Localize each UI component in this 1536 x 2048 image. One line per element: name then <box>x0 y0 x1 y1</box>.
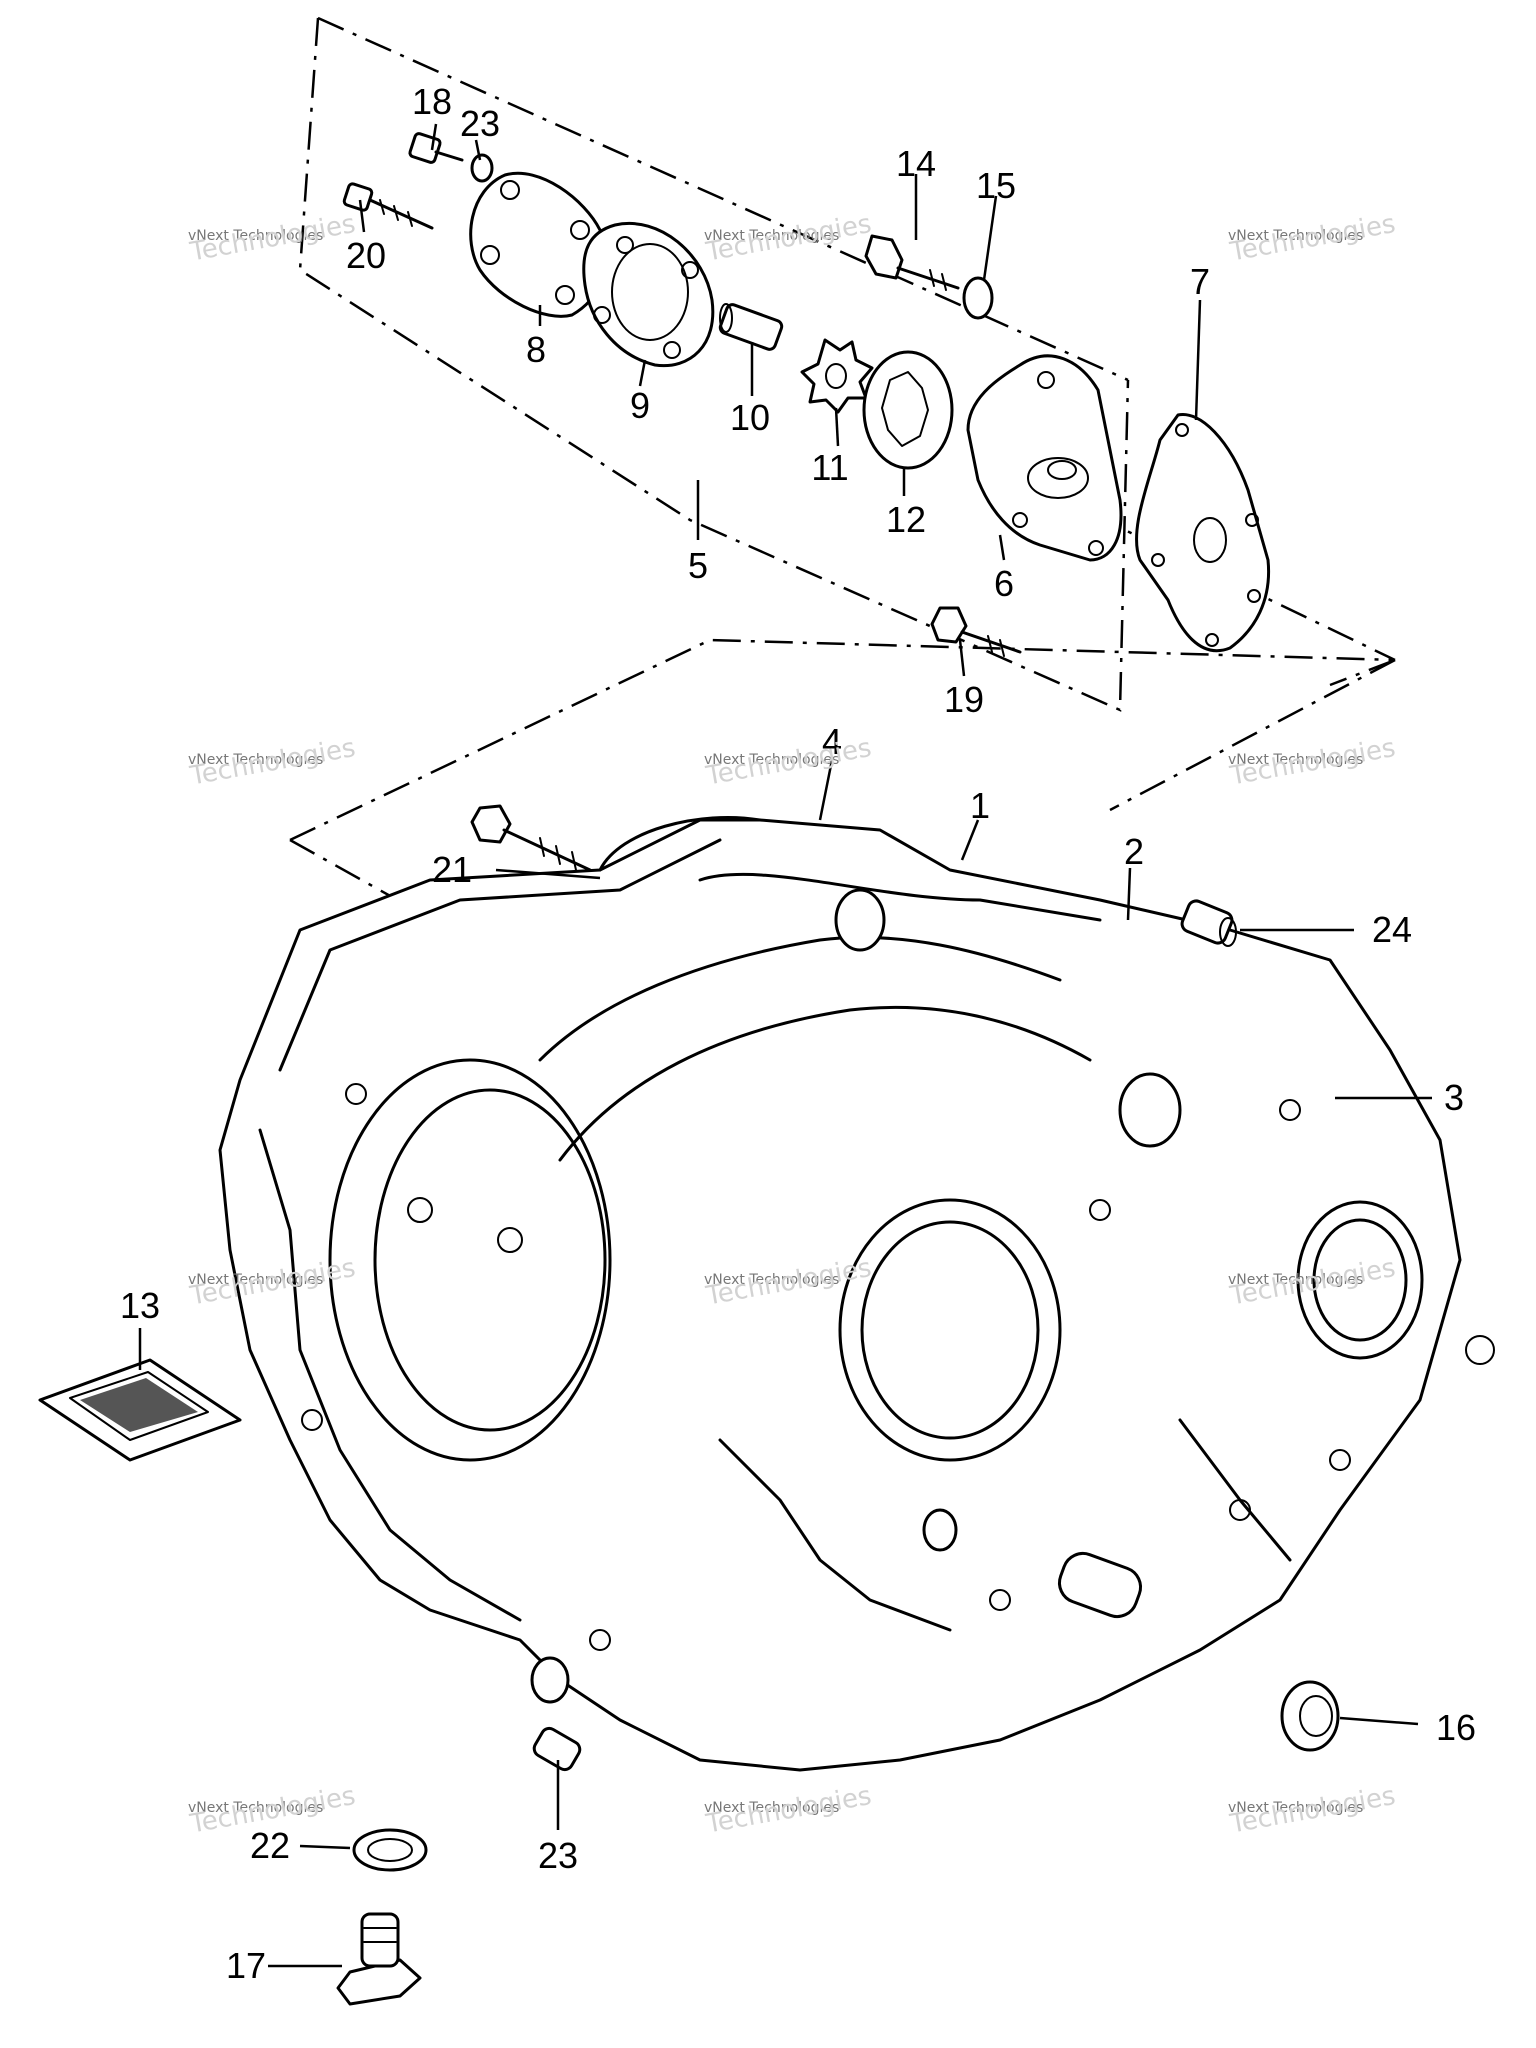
bolt-19-shape <box>930 606 1022 657</box>
part-label-4: 4 <box>821 721 843 762</box>
gasket-7-shape <box>1135 412 1271 653</box>
part-label-6: 6 <box>993 563 1015 604</box>
dowel-23-bottom-shape <box>532 1726 582 1772</box>
part-label-8: 8 <box>525 329 547 370</box>
leader-21 <box>495 868 601 880</box>
seal-16-shape <box>1280 1680 1340 1752</box>
bolt-21-shape <box>470 804 592 872</box>
gasket-9-shape <box>582 222 715 368</box>
washer-15-shape <box>962 276 994 320</box>
part-label-11: 11 <box>811 447 849 488</box>
part-label-13: 13 <box>119 1285 161 1326</box>
part-label-23-top: 23 <box>459 103 501 144</box>
part-label-7: 7 <box>1189 261 1211 302</box>
pump-cover-8-shape <box>469 171 608 318</box>
shaft-10-shape <box>718 303 784 351</box>
leader-23-top <box>474 139 482 161</box>
part-label-12: 12 <box>885 499 927 540</box>
leader-22 <box>299 1844 351 1850</box>
leader-4 <box>818 759 834 821</box>
part-label-5: 5 <box>687 545 709 586</box>
oil-screen-13-shape <box>38 1358 242 1462</box>
leader-7 <box>1194 299 1202 421</box>
part-label-20: 20 <box>345 235 387 276</box>
part-label-1: 1 <box>969 785 991 826</box>
part-label-10: 10 <box>729 397 771 438</box>
part-label-16: 16 <box>1435 1707 1477 1748</box>
part-label-3: 3 <box>1443 1077 1465 1118</box>
part-label-24: 24 <box>1371 909 1413 950</box>
pump-cover-alignment-line-2 <box>1329 658 1396 687</box>
oil-pump-group-outline <box>298 17 1130 712</box>
leader-18 <box>430 123 438 151</box>
inner-rotor-11-shape <box>800 338 874 414</box>
part-label-22: 22 <box>249 1825 291 1866</box>
part-label-9: 9 <box>629 385 651 426</box>
part-label-2: 2 <box>1123 831 1145 872</box>
drain-plug-17-shape <box>336 1912 422 2006</box>
pump-body-6-shape <box>966 354 1123 562</box>
projection-box-top <box>289 638 1396 842</box>
part-label-18: 18 <box>411 81 453 122</box>
dowel-24-shape <box>1180 899 1237 947</box>
bolt-14-shape <box>864 234 960 291</box>
washer-23-shape <box>470 153 494 183</box>
leader-2 <box>1126 867 1132 921</box>
leader-20 <box>358 199 366 233</box>
outer-rotor-12-shape <box>862 350 954 470</box>
oil-pump-group-outline-top <box>317 16 1129 382</box>
part-label-17: 17 <box>225 1945 267 1986</box>
part-label-21: 21 <box>431 849 473 890</box>
leader-6 <box>998 534 1006 561</box>
part-label-19: 19 <box>943 679 985 720</box>
leader-15 <box>982 195 998 281</box>
projection-box-right <box>1109 658 1396 812</box>
bolt-18-shape <box>408 132 464 164</box>
leader-19 <box>958 639 966 677</box>
bolt-20-shape <box>342 182 434 230</box>
washer-22-shape <box>352 1828 428 1872</box>
leader-16 <box>1339 1716 1419 1726</box>
crankcase-body-shape <box>218 816 1495 1772</box>
leader-1 <box>960 819 980 861</box>
leader-9 <box>638 359 647 387</box>
part-label-23-bottom: 23 <box>537 1835 579 1876</box>
part-label-14: 14 <box>895 143 937 184</box>
leader-11 <box>834 407 840 447</box>
part-label-15: 15 <box>975 165 1017 206</box>
